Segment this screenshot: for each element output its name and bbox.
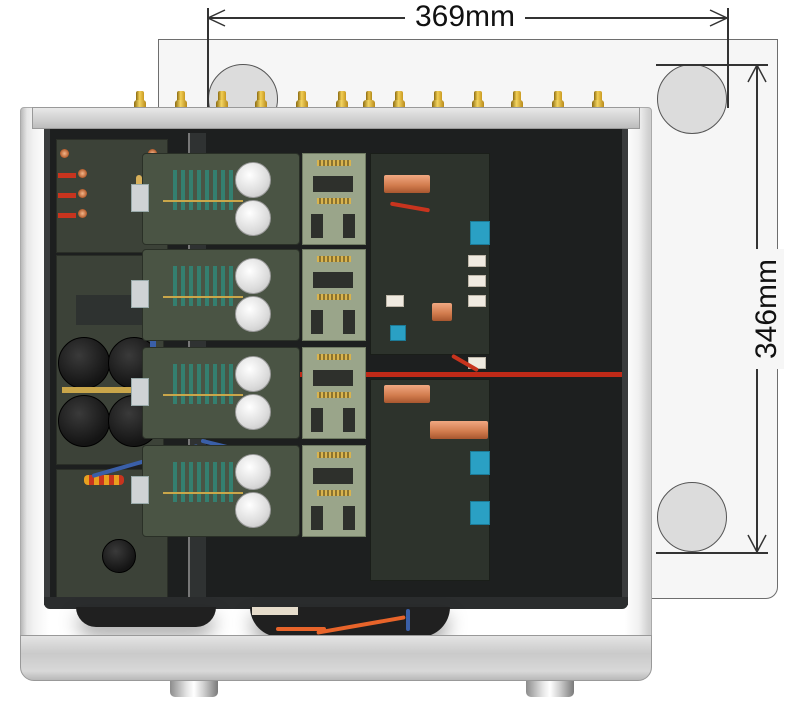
ribbon-connector <box>252 607 298 615</box>
width-extension-left <box>207 8 209 108</box>
front-foot-right <box>526 681 574 697</box>
copper-busbar <box>384 175 430 193</box>
rear-connector <box>432 91 444 109</box>
amplifier-chassis <box>20 91 652 697</box>
depth-label: 346mm <box>750 248 785 370</box>
chassis-interior <box>44 129 628 605</box>
rear-ground-terminal <box>363 91 375 109</box>
output-connector <box>468 275 486 287</box>
red-lead <box>58 213 76 218</box>
amplifier-board <box>131 153 300 245</box>
interior-front-bar <box>44 597 628 609</box>
rear-connector <box>255 91 267 109</box>
red-lead <box>58 173 76 178</box>
depth-extension-top <box>656 64 768 66</box>
rear-connector <box>216 91 228 109</box>
brass-busbar <box>62 387 154 393</box>
rear-panel <box>32 107 640 129</box>
blue-relay <box>470 221 490 245</box>
front-panel <box>20 635 652 681</box>
depth-extension-bottom <box>656 552 768 554</box>
filter-capacitor <box>58 395 110 447</box>
screw <box>60 149 69 158</box>
rear-connector <box>511 91 523 109</box>
screw <box>78 169 87 178</box>
front-wiring-left <box>76 607 216 627</box>
blue-relay <box>390 325 406 341</box>
rear-connector <box>552 91 564 109</box>
blue-cable <box>406 609 410 631</box>
copper-busbar <box>384 385 430 403</box>
regulator-capacitor <box>102 539 136 573</box>
width-label: 369mm <box>405 0 526 34</box>
output-device-board <box>302 153 366 245</box>
red-lead <box>58 193 76 198</box>
rear-connector <box>592 91 604 109</box>
screw <box>78 209 87 218</box>
output-device-board <box>302 347 366 439</box>
width-extension-right <box>727 8 729 108</box>
amplifier-board <box>131 249 300 341</box>
copper-busbar <box>430 421 488 439</box>
amplifier-board <box>131 347 300 439</box>
foot-marker-bottom-right <box>657 482 727 552</box>
foot-marker-top-right <box>657 64 727 134</box>
filter-capacitor <box>58 337 110 389</box>
output-device-board <box>302 445 366 537</box>
rear-connector <box>296 91 308 109</box>
rear-connector <box>472 91 484 109</box>
front-foot-left <box>170 681 218 697</box>
blue-relay <box>470 451 490 475</box>
rear-connector <box>393 91 405 109</box>
width-arrow-left-icon <box>207 9 226 27</box>
red-cable-harness <box>190 372 622 377</box>
blue-relay <box>470 501 490 525</box>
output-connector <box>386 295 404 307</box>
output-connector <box>468 255 486 267</box>
depth-arrow-top-icon <box>747 64 767 83</box>
orange-cable <box>276 627 326 631</box>
rear-connector <box>134 91 146 109</box>
amplifier-board <box>131 445 300 537</box>
output-device-board <box>302 249 366 341</box>
output-protection-board <box>370 379 490 581</box>
rear-connector <box>336 91 348 109</box>
screw <box>78 189 87 198</box>
width-arrow-right-icon <box>709 9 728 27</box>
rear-connector <box>175 91 187 109</box>
transformer-leads <box>84 475 124 485</box>
copper-busbar <box>432 303 452 321</box>
output-connector <box>468 295 486 307</box>
depth-arrow-bottom-icon <box>747 534 767 553</box>
